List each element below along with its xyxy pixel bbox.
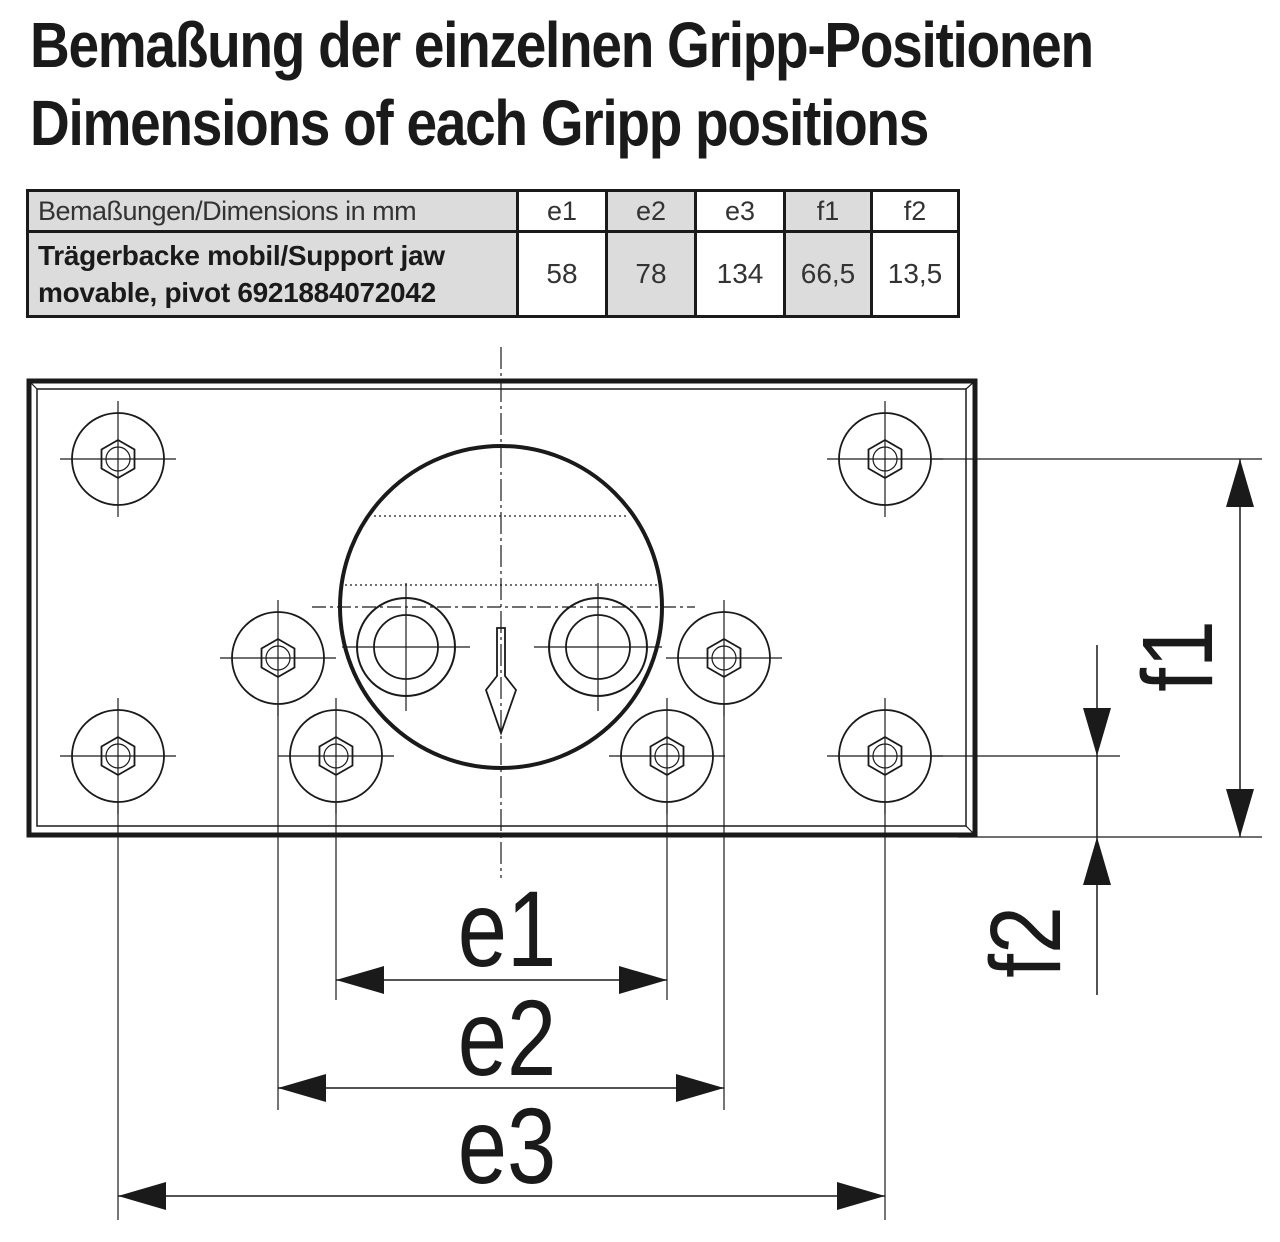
dimension-label-e3: e3 [458,1086,556,1206]
value-f1: 66,5 [783,230,873,318]
table-header-row: Bemaßungen/Dimensions in mm e1 e2 e3 f1 … [26,189,960,233]
title-german: Bemaßung der einzelnen Gripp-Positionen [30,9,1094,81]
dimension-label-f1: f1 [1122,620,1234,692]
column-header-e3: e3 [694,189,786,233]
row-label-line-1: Trägerbacke mobil/Support jaw [38,240,445,271]
hex-bolt-mid-right [665,599,783,717]
dimension-label-f2: f2 [970,906,1082,978]
row-label-line-2: movable, pivot 6921884072042 [38,277,436,308]
value-e2: 78 [605,230,697,318]
hex-bolt-mid-left [219,599,337,717]
pin-hole-left [341,582,471,712]
row-label: Trägerbacke mobil/Support jaw movable, p… [26,230,519,318]
dimension-label-e1: e1 [458,869,556,989]
dimension-e2: e2 [278,978,724,1102]
value-f2: 13,5 [870,230,960,318]
hex-bolt-bottom-right [826,697,944,815]
hex-bolt-top-right [826,400,944,518]
dimension-f2: f2 [970,645,1111,995]
column-header-e1: e1 [516,189,608,233]
pointer-marker [484,627,518,736]
hex-bolt-top-left [59,400,177,518]
column-header-e2: e2 [605,189,697,233]
title-english: Dimensions of each Gripp positions [30,87,929,159]
value-e3: 134 [694,230,786,318]
title-block: Bemaßung der einzelnen Gripp-Positionen … [30,6,1266,162]
column-header-f1: f1 [783,189,873,233]
value-e1: 58 [516,230,608,318]
hex-bolt-inner-right [608,697,726,815]
dimension-label-e2: e2 [458,978,556,1098]
hex-bolt-bottom-left [59,697,177,815]
table-row: Trägerbacke mobil/Support jaw movable, p… [26,230,960,318]
column-header-f2: f2 [870,189,960,233]
dimension-f1: f1 [1122,459,1254,837]
dimension-e1: e1 [336,869,667,994]
dimensions-table: Bemaßungen/Dimensions in mm e1 e2 e3 f1 … [26,189,960,318]
pin-hole-right [533,582,663,712]
dimension-e3: e3 [118,1086,885,1210]
table-header-label: Bemaßungen/Dimensions in mm [26,189,519,233]
hex-bolt-inner-left [277,697,395,815]
extension-lines [117,458,1262,1220]
